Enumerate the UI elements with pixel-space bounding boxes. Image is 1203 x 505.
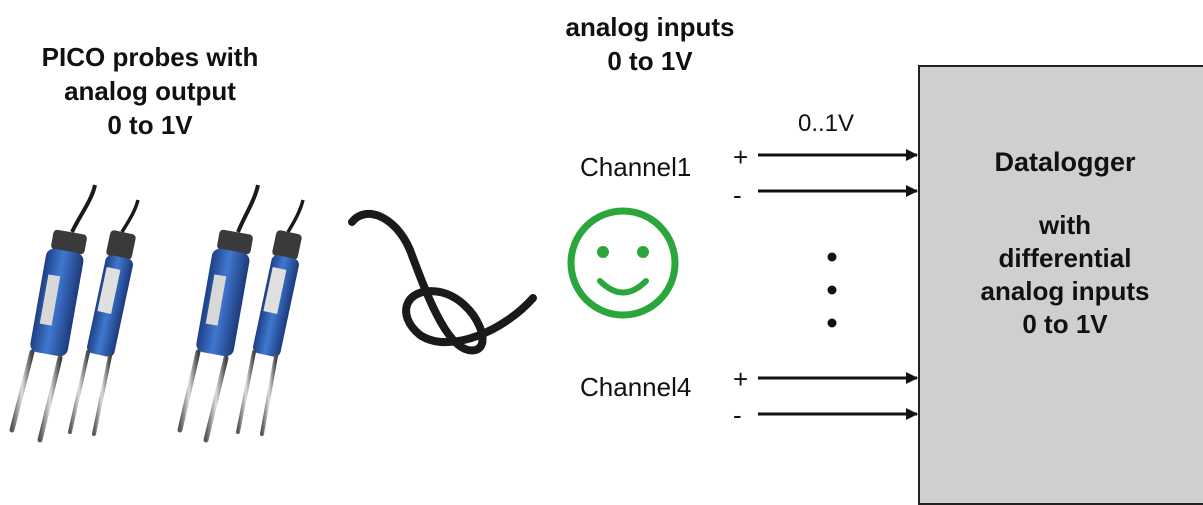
probe-image — [177, 184, 305, 443]
inputs-title-line: analog inputs — [565, 12, 735, 42]
cable-loop — [348, 209, 537, 355]
channel1-plus: + — [733, 142, 749, 172]
channel4-minus: - — [733, 400, 742, 430]
datalogger-description: with differential analog inputs 0 to 1V — [920, 209, 1203, 341]
datalogger-desc-line: analog inputs — [980, 276, 1150, 306]
datalogger-desc-line: differential — [998, 243, 1132, 273]
probes-title-line: PICO probes with — [41, 42, 259, 72]
ellipsis-dots — [827, 252, 837, 328]
datalogger-title: Datalogger — [994, 147, 1136, 177]
probes-title-line: 0 to 1V — [107, 110, 193, 140]
smiley-icon — [567, 207, 679, 319]
probe-image — [9, 184, 140, 443]
channel4-plus: + — [733, 364, 749, 394]
inputs-title-line: 0 to 1V — [607, 46, 693, 76]
probes-title: PICO probes with analog output 0 to 1V — [0, 40, 300, 142]
datalogger-desc-line: 0 to 1V — [1022, 309, 1108, 339]
channel1-minus: - — [733, 180, 742, 210]
datalogger-box: Datalogger with differential analog inpu… — [918, 65, 1203, 505]
datalogger-desc-line: with — [1039, 210, 1091, 240]
inputs-title: analog inputs 0 to 1V — [520, 10, 780, 78]
channel1-label: Channel1 — [580, 152, 692, 182]
diagram-graphics — [9, 149, 918, 443]
probes-title-line: analog output — [64, 76, 236, 106]
channel4-label: Channel4 — [580, 372, 692, 402]
voltage-label: 0..1V — [798, 110, 855, 137]
